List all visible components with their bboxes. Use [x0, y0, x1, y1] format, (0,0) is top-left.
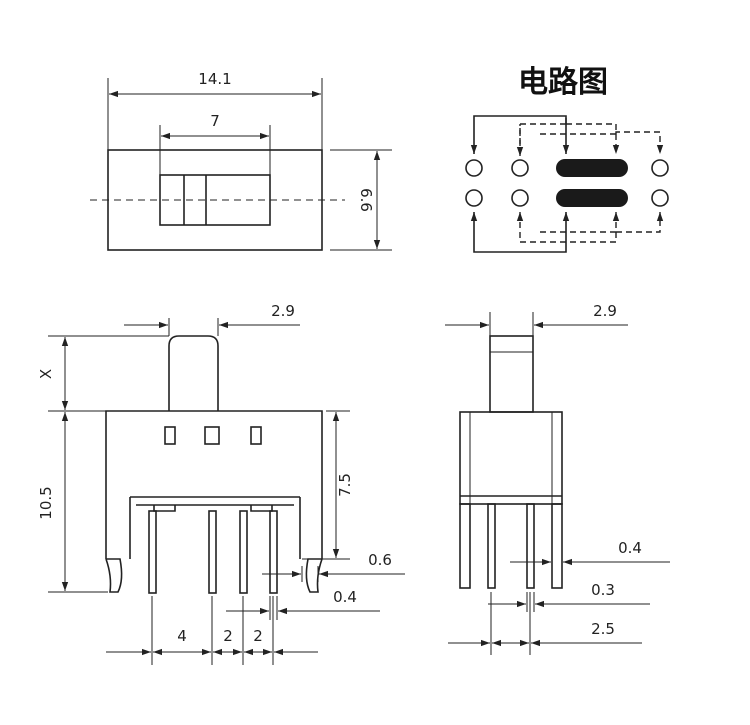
dim-side-pin-spacing: 2.5 [591, 620, 615, 638]
front-pin-3 [239, 510, 248, 594]
side-actuator [489, 335, 534, 413]
dim-front-pitch-b: 2 [253, 627, 263, 645]
dim-front-body-height: 7.5 [336, 473, 354, 497]
top-view: 14.1 7 6.6 [90, 70, 392, 251]
terminal-1-bottom [465, 189, 483, 207]
side-body [459, 411, 563, 505]
side-view: 2.9 0.4 0.3 2.5 [445, 302, 670, 655]
terminal-4-bottom [651, 189, 669, 207]
dim-front-pin-thickness: 0.4 [333, 588, 357, 606]
dim-top-width: 14.1 [198, 70, 231, 88]
terminal-1-top [465, 159, 483, 177]
terminal-2-bottom [511, 189, 529, 207]
dim-front-actuator-width: 2.9 [271, 302, 295, 320]
dim-front-pitch-a: 2 [223, 627, 233, 645]
dim-top-height: 6.6 [357, 188, 375, 212]
circuit-schematic: 电路图 [465, 65, 669, 253]
dim-front-pitch-outer: 4 [177, 627, 187, 645]
front-pin-2 [208, 510, 217, 594]
contact-bar-top [556, 159, 628, 177]
dim-front-pin-offset: 0.6 [368, 551, 392, 569]
dim-side-actuator-width: 2.9 [593, 302, 617, 320]
dim-front-total-height: 10.5 [37, 486, 55, 519]
front-pin-4 [269, 510, 278, 594]
dim-front-actuator-height: X [37, 369, 55, 379]
front-body [105, 410, 323, 559]
side-pin-1 [487, 503, 496, 589]
dim-side-pin-thickness: 0.3 [591, 581, 615, 599]
front-actuator [168, 335, 219, 411]
dim-top-slider-width: 7 [210, 112, 220, 130]
front-pin-1 [148, 510, 157, 594]
dim-side-pin-width: 0.4 [618, 539, 642, 557]
contact-bar-bottom [556, 189, 628, 207]
side-pin-2 [526, 503, 535, 589]
front-view: 2.9 X 10.5 7.5 0.6 0.4 4 2 2 [37, 302, 405, 665]
terminal-4-top [651, 159, 669, 177]
terminal-2-top [511, 159, 529, 177]
schematic-title: 电路图 [518, 65, 608, 100]
